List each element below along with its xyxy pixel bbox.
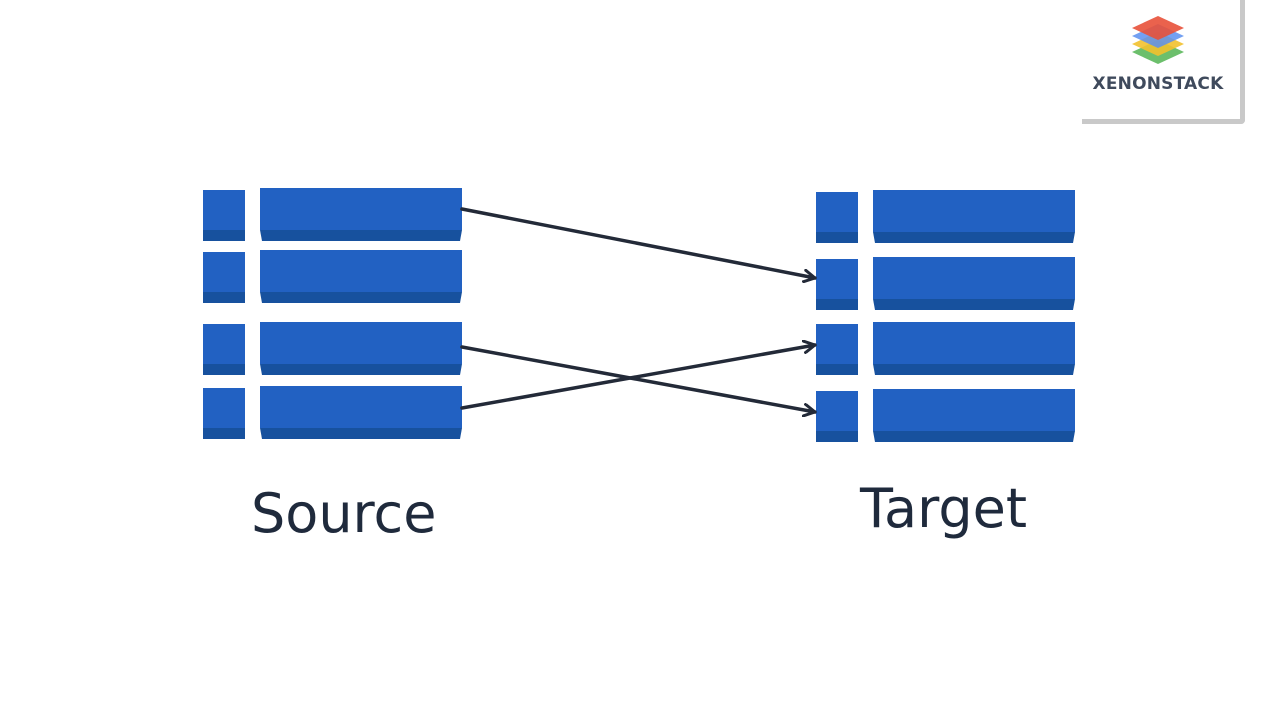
source-row: [203, 322, 462, 375]
target-table: [816, 190, 1075, 442]
arrow-source4-to-target3: [460, 345, 817, 410]
source-row: [203, 386, 462, 439]
source-label: Source: [251, 482, 437, 545]
brand-name: XENONSTACK: [1092, 74, 1224, 94]
source-row: [203, 188, 462, 241]
source-table: [203, 188, 462, 439]
layered-stack-icon: [1132, 16, 1184, 64]
target-row: [816, 322, 1075, 375]
arrow-source3-to-target4: [460, 345, 817, 412]
target-label: Target: [860, 477, 1028, 540]
target-row: [816, 257, 1075, 310]
source-row: [203, 250, 462, 303]
arrow-source1-to-target2: [460, 207, 817, 278]
target-row: [816, 190, 1075, 243]
brand-logo-card: XENONSTACK: [1082, 0, 1245, 124]
mapping-arrows: [460, 207, 817, 412]
target-row: [816, 389, 1075, 442]
